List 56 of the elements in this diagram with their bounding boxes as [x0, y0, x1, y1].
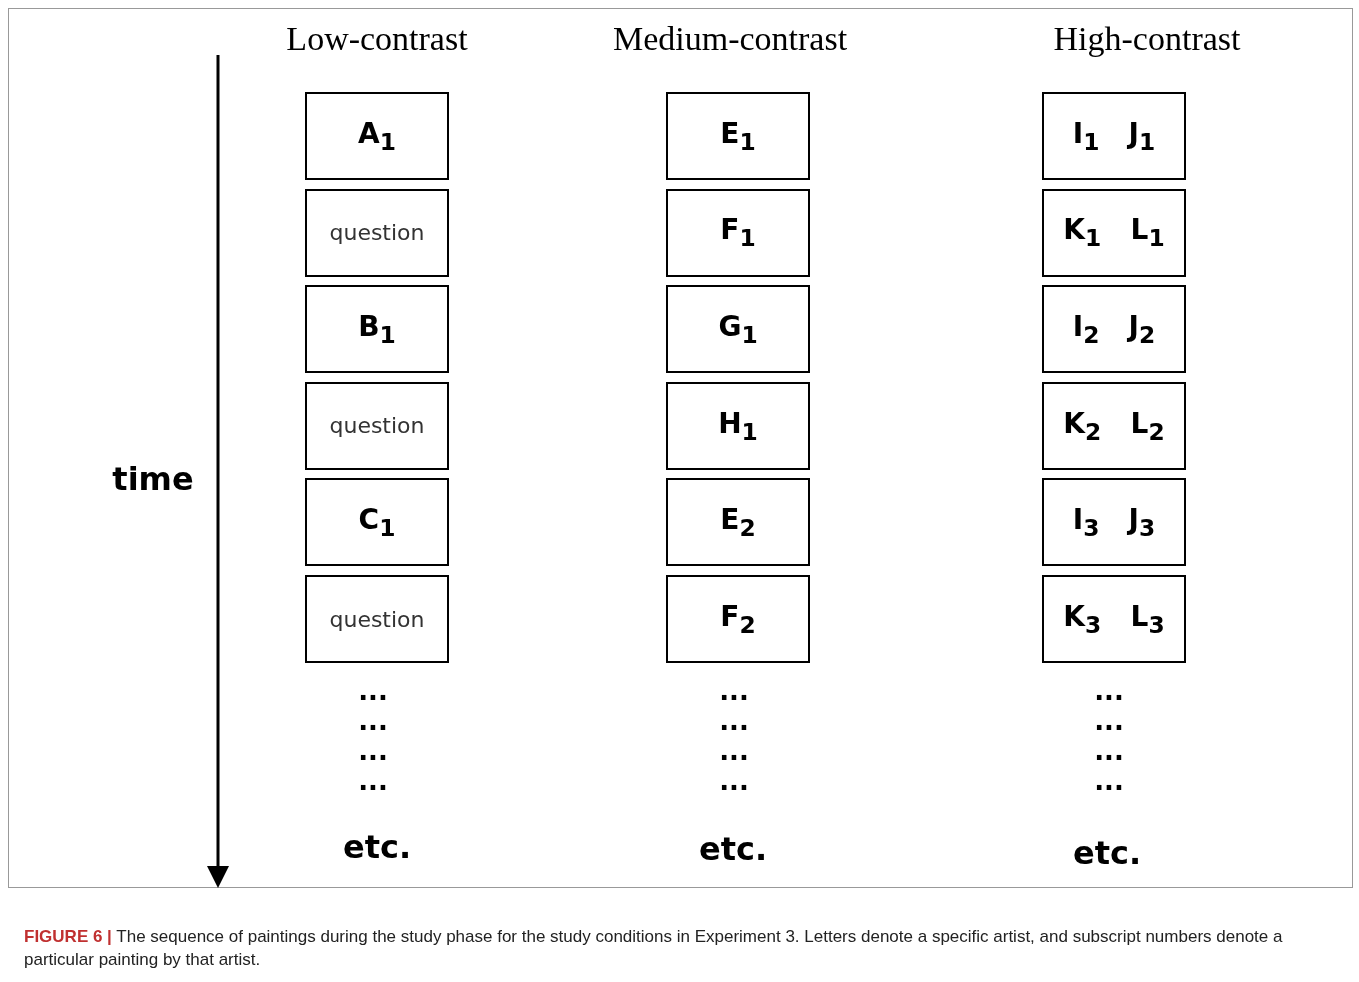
ellipsis: ... [719, 708, 749, 734]
painting-label: E$_{1}$ [720, 116, 756, 156]
ellipsis: ... [719, 678, 749, 704]
ellipsis: ... [1094, 678, 1124, 704]
ellipsis: ... [358, 768, 388, 794]
continuation-label: etc. [342, 828, 412, 866]
painting-box [1042, 92, 1186, 180]
question-box [305, 188, 449, 277]
ellipsis: ... [1094, 738, 1124, 764]
painting-label: I$_{2}$ J$_{2}$ [1072, 309, 1156, 349]
painting-box [666, 381, 810, 470]
painting-label: I$_{1}$ J$_{1}$ [1072, 116, 1156, 156]
ellipsis: ... [358, 738, 388, 764]
question-box [305, 575, 449, 663]
painting-label: H$_{1}$ [718, 406, 758, 446]
ellipsis: ... [358, 678, 388, 704]
painting-label: K$_{1}$ L$_{1}$ [1063, 213, 1165, 252]
painting-box [1042, 575, 1186, 663]
column-heading: Low-contrast [286, 20, 468, 58]
painting-box [1042, 478, 1186, 567]
continuation-label: etc. [698, 830, 768, 868]
painting-box [1042, 285, 1186, 374]
painting-label: E$_{2}$ [720, 503, 756, 542]
painting-label: I$_{3}$ J$_{3}$ [1072, 503, 1156, 542]
ellipsis: ... [1094, 708, 1124, 734]
painting-label: B$_{1}$ [358, 309, 396, 349]
column-heading: Medium-contrast [612, 20, 848, 58]
painting-box [305, 478, 449, 567]
painting-box [666, 478, 810, 567]
ellipsis: ... [719, 738, 749, 764]
question-label: question [329, 220, 425, 246]
painting-box [1042, 381, 1186, 470]
question-box [305, 381, 449, 470]
axis-label: time [112, 460, 194, 498]
column-heading: High-contrast [1053, 20, 1241, 58]
painting-box [1042, 188, 1186, 277]
painting-box [666, 285, 810, 374]
figure-caption: FIGURE 6 | The sequence of paintings during the study phase for the study conditions in Experiment 3. Letters denote a specific artist, and subscript numbers denote a particular painting by that artist. [24, 926, 1284, 971]
painting-box [305, 285, 449, 374]
painting-label: A$_{1}$ [358, 116, 396, 156]
ellipsis: ... [358, 708, 388, 734]
painting-label: G$_{1}$ [718, 309, 758, 349]
painting-label: K$_{2}$ L$_{2}$ [1063, 406, 1165, 446]
painting-label: K$_{3}$ L$_{3}$ [1063, 599, 1165, 639]
painting-label: F$_{1}$ [720, 213, 756, 252]
ellipsis: ... [1094, 768, 1124, 794]
painting-box [666, 92, 810, 180]
continuation-label: etc. [1072, 834, 1142, 872]
ellipsis: ... [719, 768, 749, 794]
painting-label: F$_{2}$ [720, 599, 756, 639]
question-label: question [329, 606, 425, 632]
painting-label: C$_{1}$ [358, 503, 396, 542]
painting-box [666, 188, 810, 277]
painting-box [305, 92, 449, 180]
painting-box [666, 575, 810, 663]
question-label: question [329, 413, 425, 439]
